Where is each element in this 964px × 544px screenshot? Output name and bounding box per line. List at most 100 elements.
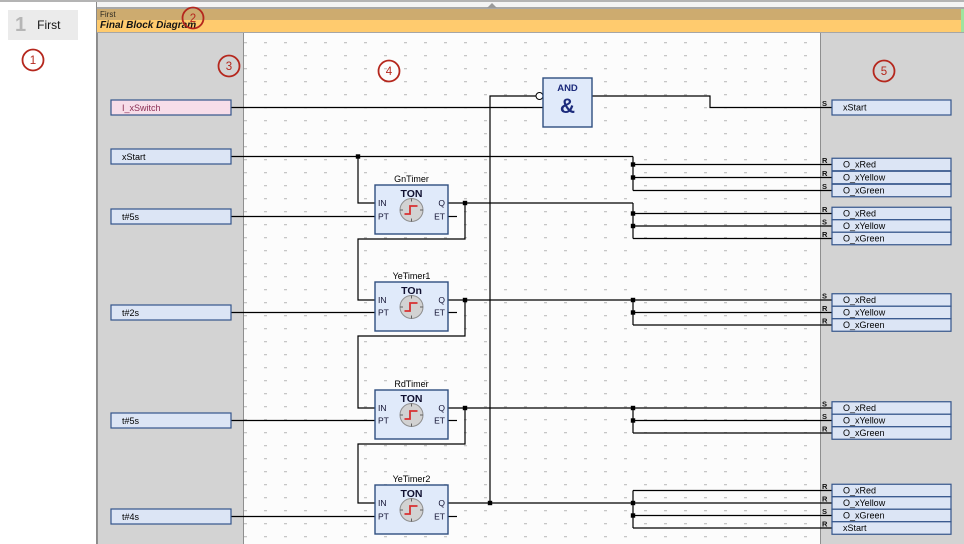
- output-box-xStart[interactable]: [831, 521, 952, 535]
- port-label-pt: PT: [378, 308, 389, 318]
- set-reset-marker: S: [822, 99, 827, 108]
- port-label-et: ET: [434, 512, 445, 522]
- pou-item-number: 1: [15, 13, 27, 36]
- set-reset-marker: S: [822, 412, 827, 421]
- junction-dot: [355, 154, 361, 159]
- set-reset-marker: R: [822, 205, 828, 214]
- and-block[interactable]: AND&: [542, 77, 593, 128]
- set-reset-marker: R: [822, 156, 828, 165]
- splitter-strip: [97, 2, 964, 9]
- output-box-label: O_xYellow: [843, 416, 886, 426]
- junction-dot: [462, 297, 468, 303]
- set-reset-marker: R: [822, 482, 828, 491]
- instance-path-label: First: [100, 10, 116, 19]
- annotation-number: 3: [226, 61, 232, 73]
- input-box-label: xStart: [122, 152, 146, 162]
- set-reset-marker: R: [822, 495, 828, 504]
- junction-dot: [630, 310, 636, 315]
- set-reset-marker: S: [822, 292, 827, 301]
- and-title: AND: [557, 83, 578, 94]
- diagram-title: Final Block Diagram: [100, 20, 197, 31]
- annotation-number: 5: [881, 66, 887, 78]
- set-reset-marker: R: [822, 230, 828, 239]
- input-box-I_xSwitch[interactable]: [110, 99, 232, 116]
- wire: [357, 156, 375, 204]
- set-reset-marker: R: [822, 169, 828, 178]
- output-box-label: O_xRed: [843, 486, 876, 496]
- input-box-label: t#5s: [122, 416, 140, 426]
- junction-dot: [487, 500, 493, 506]
- output-box-label: O_xYellow: [843, 173, 886, 183]
- port-label-pt: PT: [378, 512, 389, 522]
- junction-dot: [462, 200, 468, 206]
- output-box-label: O_xGreen: [843, 511, 885, 521]
- input-box-t#2s[interactable]: [110, 304, 232, 321]
- set-reset-marker: R: [822, 317, 828, 326]
- junction-dot: [630, 223, 636, 229]
- set-reset-marker: R: [822, 304, 828, 313]
- junction-dot: [630, 418, 636, 423]
- set-reset-marker: R: [822, 425, 828, 434]
- output-box-O_xGreen[interactable]: [831, 231, 952, 246]
- ton-instance-name: GnTimer: [394, 174, 429, 184]
- input-box-xStart[interactable]: [110, 148, 232, 165]
- output-box-O_xGreen[interactable]: [831, 183, 952, 198]
- and-symbol: &: [560, 95, 575, 118]
- and-block-body[interactable]: [542, 77, 593, 128]
- left-gutter: [97, 32, 243, 544]
- output-box-label: O_xRed: [843, 209, 876, 219]
- output-box-label: O_xYellow: [843, 221, 886, 231]
- port-label-pt: PT: [378, 416, 389, 426]
- ton-instance-name: YeTimer1: [393, 271, 431, 281]
- editor-grid: [243, 32, 820, 544]
- output-box-label: O_xYellow: [843, 308, 886, 318]
- wire: [357, 300, 466, 409]
- port-label-q: Q: [438, 498, 445, 508]
- ton-instance-name: RdTimer: [394, 379, 428, 389]
- window-top-edge: [0, 0, 964, 2]
- ton-instance-name: YeTimer2: [393, 474, 431, 484]
- splitter-chevron-icon[interactable]: [487, 3, 497, 8]
- negation-circle: [535, 92, 544, 100]
- port-label-q: Q: [438, 295, 445, 305]
- junction-dot: [630, 405, 636, 411]
- input-box-t#4s[interactable]: [110, 508, 232, 525]
- junction-dot: [630, 297, 636, 303]
- wire: [489, 95, 536, 503]
- timer-clock-icon: [399, 498, 424, 522]
- output-box-label: O_xGreen: [843, 234, 885, 244]
- ton-type-label: TON: [401, 393, 423, 405]
- output-box-label: O_xYellow: [843, 498, 886, 508]
- annotation-circle-4: 4: [377, 59, 401, 83]
- output-box-xStart[interactable]: [831, 99, 952, 116]
- port-label-in: IN: [378, 198, 387, 208]
- input-box-t#5s[interactable]: [110, 208, 232, 225]
- pou-list-item-first[interactable]: 1 First: [8, 10, 78, 40]
- ton-type-label: TON: [401, 488, 423, 500]
- annotation-circle-1: 1: [21, 48, 45, 72]
- port-label-in: IN: [378, 498, 387, 508]
- set-reset-marker: S: [822, 507, 827, 516]
- port-label-et: ET: [434, 212, 445, 222]
- set-reset-marker: R: [822, 520, 828, 529]
- junction-dot: [630, 162, 636, 167]
- instance-path-bar[interactable]: First: [97, 9, 961, 20]
- junction-dot: [630, 500, 636, 506]
- output-box-O_xGreen[interactable]: [831, 318, 952, 332]
- input-box-label: t#4s: [122, 512, 140, 522]
- junction-dot: [462, 405, 468, 411]
- output-box-O_xGreen[interactable]: [831, 426, 952, 440]
- input-box-t#5s[interactable]: [110, 412, 232, 429]
- port-label-et: ET: [434, 308, 445, 318]
- port-label-q: Q: [438, 198, 445, 208]
- timer-clock-icon: [399, 403, 424, 427]
- junction-dot: [630, 513, 636, 518]
- title-bar: Final Block Diagram: [97, 20, 961, 32]
- input-box-label: t#2s: [122, 308, 140, 318]
